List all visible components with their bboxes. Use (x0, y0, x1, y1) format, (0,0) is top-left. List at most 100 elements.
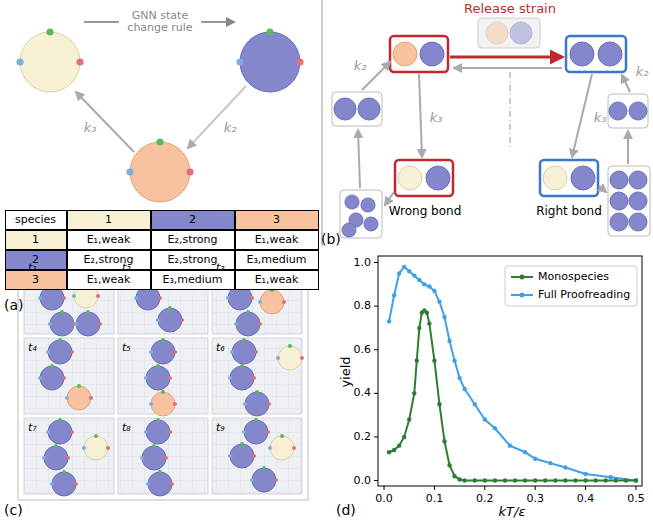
figure-shape (254, 418, 258, 422)
label: t₃ (216, 262, 225, 274)
arrow (622, 75, 630, 92)
figure-shape (230, 366, 254, 390)
label: t₉ (216, 422, 225, 434)
figure-shape (426, 166, 450, 190)
figure-shape (473, 402, 477, 406)
tick (635, 486, 636, 490)
particle (345, 195, 359, 209)
figure-shape (629, 171, 647, 189)
figure-shape (65, 396, 69, 400)
legend-box (505, 266, 637, 306)
figure-shape (397, 443, 401, 447)
figure-shape (226, 296, 230, 300)
label: Right bond (536, 205, 602, 218)
tick (374, 262, 378, 263)
figure-shape (629, 192, 647, 210)
figure-shape (493, 426, 497, 430)
particle (268, 434, 296, 460)
figure-shape (46, 350, 50, 354)
figure-shape (151, 340, 175, 364)
figure-shape (246, 310, 250, 314)
arrow (450, 56, 562, 59)
label: 0.4 (354, 387, 372, 399)
figure-shape (266, 28, 273, 35)
label: (a) (4, 298, 24, 313)
particle (146, 470, 174, 496)
figure-shape (74, 322, 78, 326)
figure-shape (442, 315, 446, 319)
table-cell: E₁,weak (67, 230, 151, 250)
figure-shape (432, 289, 436, 293)
figure-shape (168, 430, 172, 434)
label: 0.5 (627, 493, 645, 505)
figure-shape (553, 478, 557, 482)
label: t₆ (216, 342, 225, 354)
figure-shape (255, 390, 259, 394)
particle (228, 442, 256, 468)
snapshot-tile (212, 418, 302, 494)
label: (d) (336, 503, 356, 518)
figure-shape (168, 306, 172, 310)
figure-shape (533, 478, 537, 482)
figure-shape (412, 391, 416, 395)
figure-shape (173, 350, 177, 354)
figure-shape (417, 278, 421, 282)
figure-shape (427, 321, 431, 325)
figure-shape (149, 350, 153, 354)
label: 0.2 (476, 493, 494, 505)
label: t₈ (122, 422, 131, 434)
curve-markers (387, 308, 638, 482)
figure-shape (98, 322, 102, 326)
legend-sample (520, 293, 525, 298)
figure-shape (67, 386, 91, 410)
figure-shape (230, 350, 234, 354)
figure-shape (634, 478, 638, 482)
label: 1.0 (354, 256, 372, 268)
arrow (572, 74, 592, 157)
particle (543, 166, 567, 190)
plot-frame (378, 256, 642, 486)
figure-shape (398, 166, 422, 190)
figure-shape (230, 444, 254, 468)
figure-shape (523, 450, 527, 454)
figure-shape (402, 265, 406, 269)
figure-shape (250, 478, 254, 482)
particle (38, 364, 66, 390)
label: 0.1 (426, 493, 444, 505)
figure-shape (402, 435, 406, 439)
table-cell: E₁,weak (235, 270, 319, 290)
label: t₇ (28, 422, 37, 434)
table-cell: E₁,weak (235, 230, 319, 250)
figure-shape (420, 42, 444, 66)
figure-shape (483, 417, 487, 421)
curve-markers (387, 265, 638, 483)
figure-shape (432, 358, 436, 362)
figure-shape (361, 198, 375, 212)
figure-shape (156, 418, 160, 422)
particle (65, 384, 93, 410)
figure-shape (96, 294, 100, 298)
figure-shape (629, 213, 647, 231)
figure-shape (508, 443, 512, 447)
label: Wrong bond (389, 205, 462, 218)
figure-shape (407, 269, 411, 273)
figure-shape (236, 58, 243, 65)
state-box (608, 94, 648, 128)
arrow (627, 131, 629, 164)
label: Release strain (464, 2, 556, 16)
particle (156, 306, 184, 332)
figure-shape (270, 436, 294, 460)
figure-shape (610, 171, 628, 189)
figure-shape (276, 356, 280, 360)
figure-shape (94, 434, 98, 438)
label: (b) (321, 232, 341, 247)
figure-shape (523, 478, 527, 482)
legend-text: Full Proofreading (538, 289, 630, 301)
figure-shape (412, 273, 416, 277)
figure-shape (473, 478, 477, 482)
particle (420, 42, 444, 66)
label: GNN state change rule (119, 9, 201, 35)
figure-shape (58, 338, 62, 342)
figure-shape (292, 446, 296, 450)
particle (243, 390, 271, 416)
